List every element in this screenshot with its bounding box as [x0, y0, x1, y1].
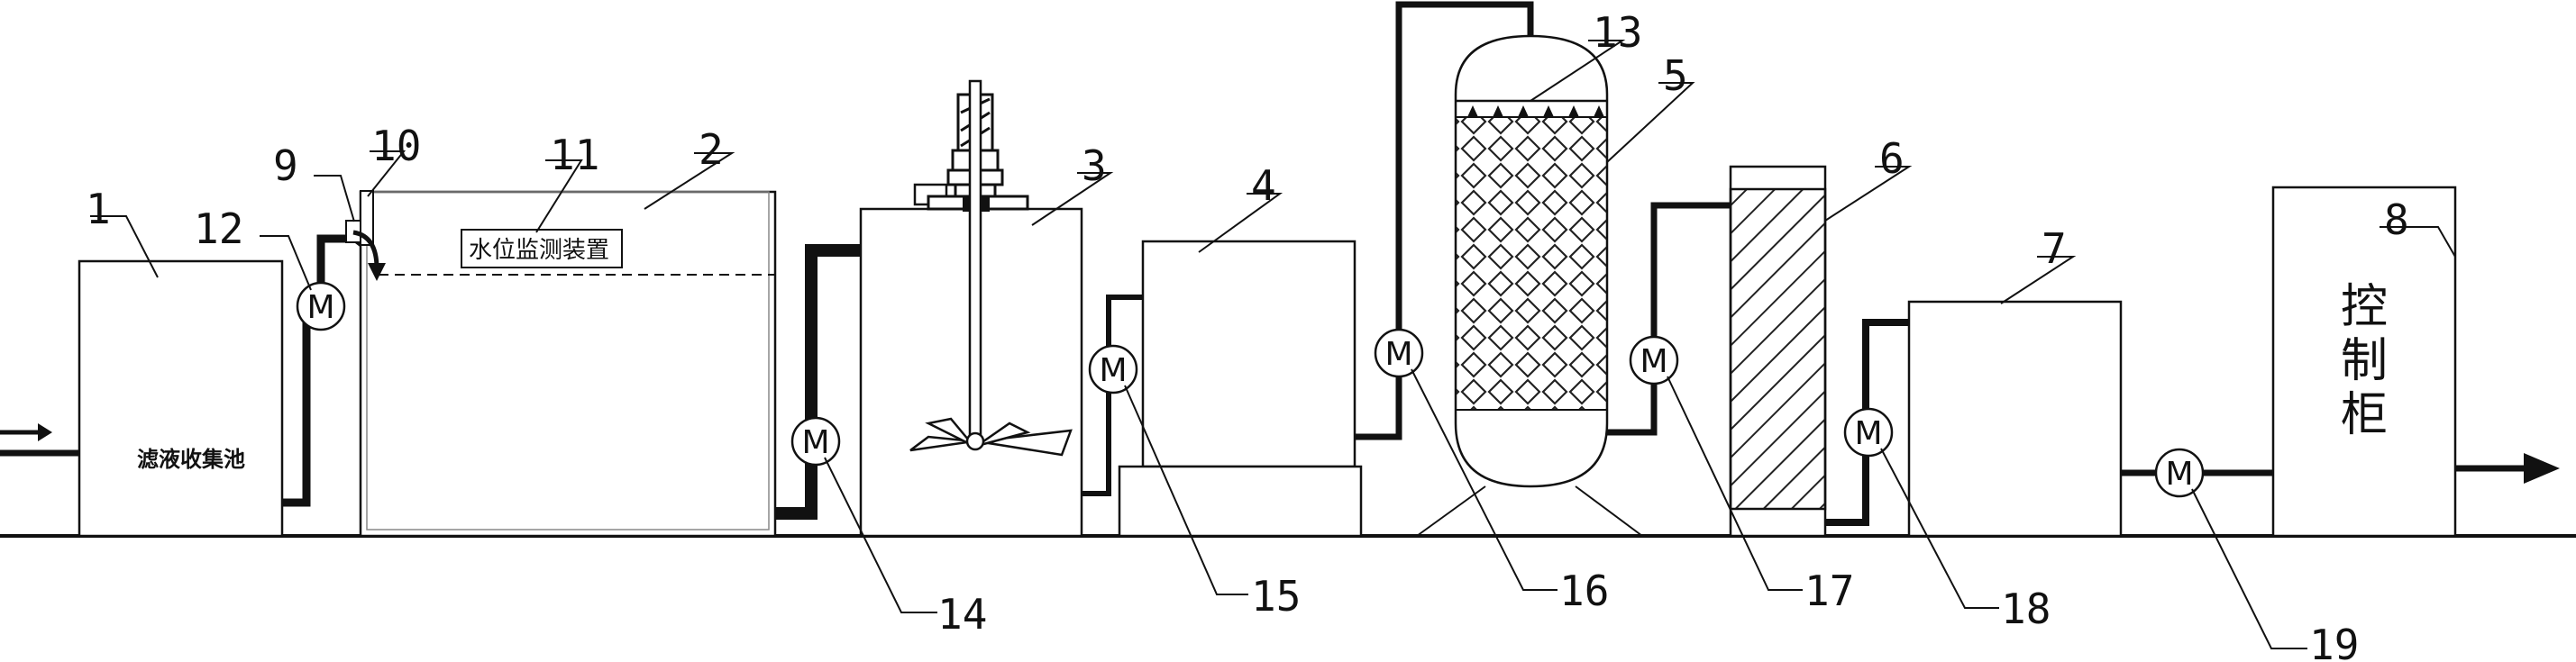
- svg-text:M: M: [1099, 352, 1127, 389]
- callout-12: 12: [194, 204, 243, 253]
- pump-16: M: [1374, 328, 1424, 378]
- pump-14: M: [790, 416, 841, 467]
- callout-16: 16: [1559, 567, 1609, 615]
- callout-18: 18: [2001, 585, 2051, 633]
- pipe-5-to-6: [1607, 202, 1731, 436]
- water-level-monitor-box: [461, 229, 623, 268]
- callout-7: 7: [2042, 224, 2067, 273]
- callout-6: 6: [1879, 134, 1905, 183]
- callout-2: 2: [699, 125, 724, 174]
- svg-text:M: M: [1854, 415, 1882, 452]
- cabinet-label-char-1: 控: [2341, 280, 2388, 334]
- pump-15: M: [1088, 344, 1138, 394]
- control-cabinet: 控 制 柜: [2271, 186, 2457, 538]
- outlet-arrow-icon: [2455, 453, 2560, 484]
- tank-7: [1907, 300, 2123, 538]
- callout-11: 11: [550, 131, 599, 179]
- filter-column-5: [1416, 34, 1643, 537]
- callout-3: 3: [1082, 141, 1107, 190]
- pipe-2-to-3: [775, 244, 861, 520]
- tank1-label: 滤液收集池: [137, 447, 245, 472]
- pump-18: M: [1843, 407, 1894, 458]
- callout-8: 8: [2384, 195, 2409, 244]
- pipe-3-to-4: [1082, 295, 1143, 496]
- svg-text:M: M: [801, 424, 829, 461]
- svg-text:M: M: [1640, 343, 1667, 380]
- filtrate-collection-tank: 滤液收集池: [78, 259, 284, 538]
- spray-nozzles: [1467, 105, 1604, 117]
- callout-17: 17: [1804, 567, 1854, 615]
- water-level-monitor-label: 水位监测装置: [469, 237, 609, 264]
- callout-15: 15: [1251, 572, 1301, 621]
- filter-column-6: [1729, 165, 1827, 538]
- inflow-arrow-icon: [352, 230, 386, 281]
- pump-19: M: [2154, 448, 2205, 498]
- callout-14: 14: [937, 590, 987, 639]
- svg-text:M: M: [2165, 456, 2193, 493]
- cabinet-label-char-2: 制: [2341, 334, 2388, 388]
- tank-4: [1118, 240, 1363, 538]
- callout-9: 9: [273, 141, 298, 190]
- svg-text:M: M: [1384, 336, 1412, 373]
- callout-10: 10: [371, 122, 421, 170]
- svg-text:M: M: [306, 289, 334, 326]
- pump-12: M: [296, 281, 346, 331]
- callout-4: 4: [1251, 161, 1276, 210]
- regulating-tank: 水位监测装置: [359, 190, 777, 538]
- stirring-tank: [859, 79, 1083, 538]
- sensor-10: [360, 190, 374, 246]
- pipe-1-to-2: [282, 318, 317, 507]
- callout-19: 19: [2309, 621, 2359, 662]
- callout-1: 1: [86, 185, 111, 233]
- inlet-arrow-icon: [0, 423, 79, 457]
- cabinet-label-char-3: 柜: [2341, 388, 2388, 442]
- leader-lines: [90, 40, 2456, 649]
- pump-17: M: [1629, 335, 1679, 385]
- callout-5: 5: [1663, 51, 1688, 100]
- callout-13: 13: [1593, 8, 1642, 57]
